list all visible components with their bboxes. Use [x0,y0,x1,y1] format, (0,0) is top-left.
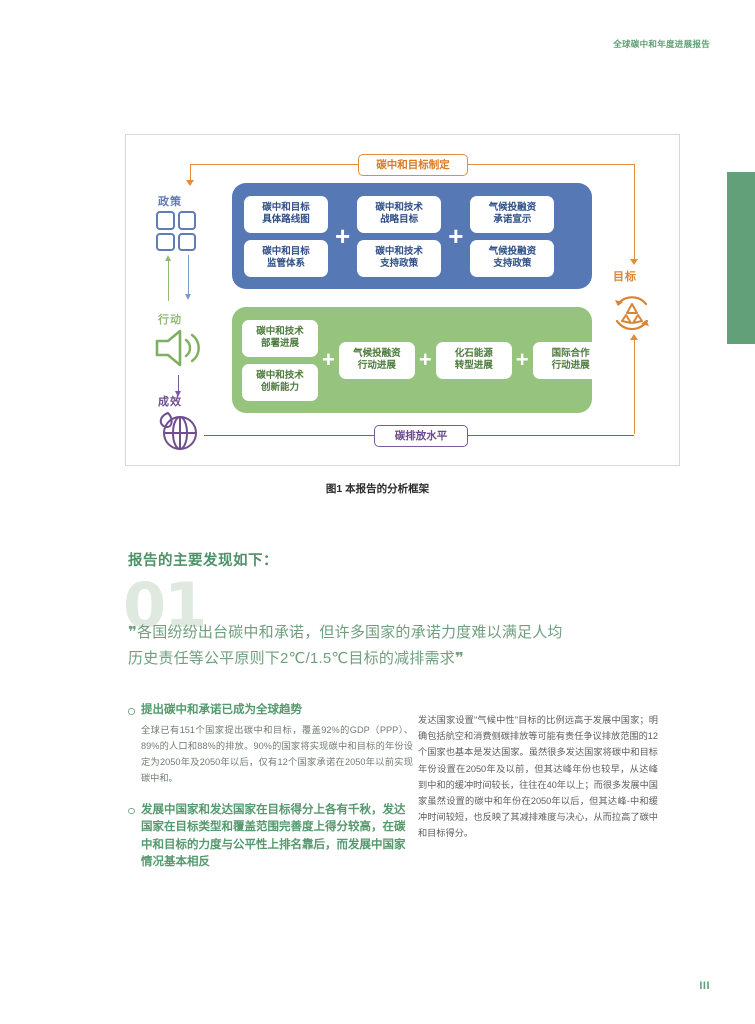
findings-right-paragraph: 发达国家设置"气候中性"目标的比例远高于发展中国家；明确包括航空和消费侧碳排放等… [418,715,658,839]
policy-group-3: 气候投融资 承诺宣示 气候投融资 支持政策 [470,195,555,277]
blue-arrow-down [185,294,191,300]
orange-line-top-left [190,163,358,165]
findings-right-column: 发达国家设置"气候中性"目标的比例远高于发展中国家；明确包括航空和消费侧碳排放等… [418,712,658,842]
page-number: III [699,980,710,992]
plus-sign-policy-2: + [448,221,464,251]
plus-sign-action-2: + [418,347,432,372]
blue-line-down [188,255,190,295]
finding-number-watermark: 01 [123,569,207,642]
orange-line-down-to-goal [633,163,635,262]
policy-band: 碳中和目标 具体路线图 碳中和目标 监管体系 + 碳中和技术 战略目标 碳中和技… [232,183,592,289]
plus-sign-action-1: + [322,347,335,372]
finding-quote-line-1: ❞各国纷纷出台碳中和承诺，但许多国家的承诺力度难以满足人均 [128,620,658,646]
rail-label-goal: 目标 [613,271,637,283]
findings-title: 报告的主要发现如下： [128,553,278,569]
figure-caption: 图1 本报告的分析框架 [325,483,430,495]
orange-line-up-from-emission [633,340,635,434]
action-group-1: 碳中和技术 部署进展 碳中和技术 创新能力 [242,319,318,401]
chip-action-2-1: 气候投融资 行动进展 [338,341,415,379]
policy-group-1: 碳中和目标 具体路线图 碳中和目标 监管体系 [244,195,328,277]
orange-arrow-into-goal [629,259,638,265]
finding-quote: ❞各国纷纷出台碳中和承诺，但许多国家的承诺力度难以满足人均 历史责任等公平原则下… [128,620,658,672]
bullet-2-heading: 发展中国家和发达国家在目标得分上各有千秋，发达国家在目标类型和覆盖范围完善度上得… [141,803,406,869]
edge-tab-marker [727,172,755,344]
action-group-4: 国际合作 行动进展 [532,341,609,379]
bullet-item-2: 发展中国家和发达国家在目标得分上各有千秋，发达国家在目标类型和覆盖范围完善度上得… [128,802,413,872]
orange-arrow-up-into-goal [629,334,638,340]
globe-leaf-icon [156,409,200,453]
bullet-dot-icon [128,807,135,814]
action-group-2: 气候投融资 行动进展 [338,341,415,379]
finding-quote-text-2: 历史责任等公平原则下2℃/1.5℃目标的减排需求 [128,650,455,667]
chip-action-3-1: 化石能源 转型进展 [435,341,512,379]
chip-policy-3-1: 气候投融资 承诺宣示 [470,195,555,233]
chip-action-1-1: 碳中和技术 部署进展 [242,319,318,357]
megaphone-icon [154,327,200,369]
plus-sign-action-3: + [515,347,529,372]
chip-policy-3-2: 气候投融资 支持政策 [470,239,555,277]
rail-label-effect: 成效 [158,396,182,408]
bullet-1-body: 全球已有151个国家提出碳中和目标，覆盖92%的GDP（PPP）、89%的人口和… [141,724,413,783]
orange-line-down-to-policy [190,163,192,182]
finding-quote-text-1: 各国纷纷出台碳中和承诺，但许多国家的承诺力度难以满足人均 [137,624,563,641]
green-line-up [168,261,170,301]
bullet-item-1: 提出碳中和承诺已成为全球趋势 全球已有151个国家提出碳中和目标，覆盖92%的G… [128,702,413,786]
chip-policy-2-1: 碳中和技术 战略目标 [357,195,442,233]
chip-action-1-2: 碳中和技术 创新能力 [242,363,318,401]
rail-label-action: 行动 [158,314,182,326]
recycle-icon [609,290,655,336]
plus-sign-policy-1: + [335,221,351,251]
chip-policy-1-1: 碳中和目标 具体路线图 [244,195,328,233]
purple-line-left [204,434,374,436]
grid-icon [156,211,196,251]
findings-left-column: 提出碳中和承诺已成为全球趋势 全球已有151个国家提出碳中和目标，覆盖92%的G… [128,702,413,881]
bullet-1-heading: 提出碳中和承诺已成为全球趋势 [141,704,302,716]
quote-close-mark: ❞ [454,650,464,667]
finding-quote-line-2: 历史责任等公平原则下2℃/1.5℃目标的减排需求❞ [128,646,658,672]
chip-action-4-1: 国际合作 行动进展 [532,341,609,379]
purple-line-right [466,434,634,436]
action-group-3: 化石能源 转型进展 [435,341,512,379]
pill-emission-level: 碳排放水平 [374,425,468,447]
figure-analysis-framework: 碳中和目标制定 碳排放水平 政策 行动 成效 [125,134,680,466]
chip-policy-2-2: 碳中和技术 支持政策 [357,239,442,277]
orange-arrow-into-policy [186,180,194,186]
running-header: 全球碳中和年度进展报告 [613,39,710,49]
purple-line-down [178,375,180,393]
purple-arrow-down [175,391,181,397]
policy-group-2: 碳中和技术 战略目标 碳中和技术 支持政策 [357,195,442,277]
bullet-dot-icon [128,708,135,715]
green-arrow-up [165,255,171,261]
quote-open-mark: ❞ [128,624,138,641]
action-band: 碳中和技术 部署进展 碳中和技术 创新能力 + 气候投融资 行动进展 + 化石能… [232,307,609,413]
orange-line-top-right [466,163,635,165]
chip-policy-1-2: 碳中和目标 监管体系 [244,239,328,277]
rail-label-policy: 政策 [158,196,182,208]
pill-target-setting: 碳中和目标制定 [358,154,468,176]
